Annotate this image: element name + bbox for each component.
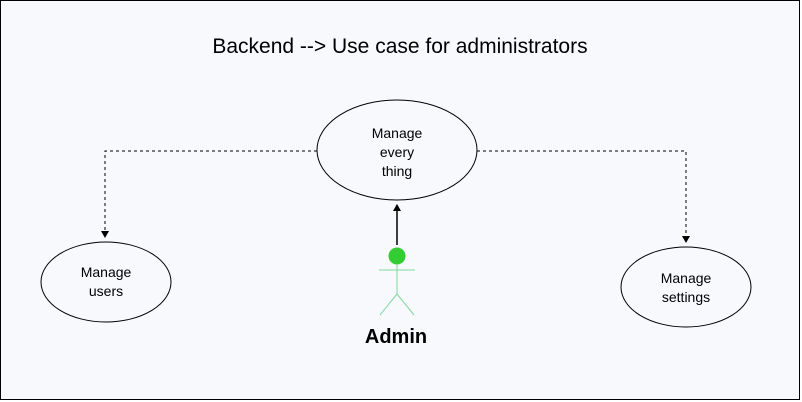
use-case-ellipse	[316, 99, 478, 201]
dashed-connector-to-manage-users	[101, 150, 317, 238]
dashed-connector-to-manage-settings	[477, 150, 690, 243]
use-case-label-line: Manage	[372, 125, 423, 141]
actor-label: Admin	[365, 326, 427, 348]
use-case-manage-everything[interactable]: Manage every thing	[316, 99, 478, 201]
actor-head-icon	[388, 247, 406, 265]
use-case-label-line: users	[89, 283, 123, 299]
actor-left-leg-icon	[379, 293, 398, 316]
use-case-ellipse	[40, 241, 172, 323]
use-case-label-line: thing	[382, 163, 412, 179]
use-case-manage-settings[interactable]: Manage settings	[620, 246, 752, 328]
use-case-label-line: settings	[662, 289, 710, 305]
use-case-label-line: Manage	[661, 270, 712, 286]
actor-right-leg-icon	[396, 293, 415, 316]
actor-admin[interactable]: Admin	[365, 247, 427, 348]
use-case-manage-users[interactable]: Manage users	[40, 241, 172, 323]
use-case-label-line: Manage	[81, 264, 132, 280]
use-case-ellipse	[620, 246, 752, 328]
use-case-label-line: every	[380, 144, 414, 160]
diagram-title: Backend --> Use case for administrators	[212, 35, 587, 58]
